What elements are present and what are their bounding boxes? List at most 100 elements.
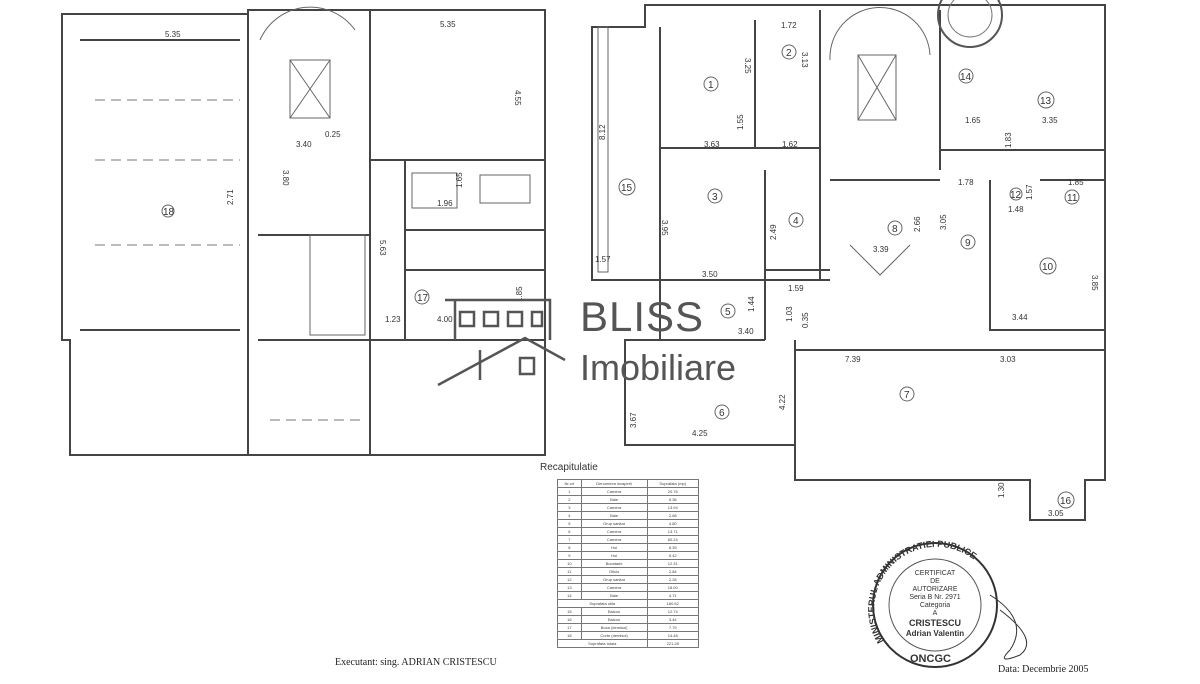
room-8: 8 — [887, 220, 903, 236]
table-cell: 12.74 — [646, 607, 700, 616]
svg-text:4.25: 4.25 — [692, 429, 708, 438]
svg-text:15: 15 — [621, 183, 633, 194]
table-cell: 3 — [557, 503, 582, 512]
svg-text:2.49: 2.49 — [769, 224, 778, 240]
recap-title: Recapitulatie — [540, 462, 598, 473]
svg-text:1.59: 1.59 — [788, 284, 804, 293]
table-cell: 15 — [557, 607, 582, 616]
svg-text:1.03: 1.03 — [785, 306, 794, 322]
svg-text:3.67: 3.67 — [629, 412, 638, 428]
svg-text:3.85: 3.85 — [1090, 275, 1099, 291]
svg-text:4.55: 4.55 — [513, 90, 522, 106]
table-cell: 2 — [557, 495, 582, 504]
svg-text:3.95: 3.95 — [660, 220, 669, 236]
date-label: Data: Decembrie 2005 — [998, 664, 1089, 675]
table-cell: 7.79 — [646, 623, 700, 632]
room-16: 16 — [1057, 491, 1075, 509]
room-5: 5 — [720, 303, 736, 319]
table-cell: 13 — [557, 583, 582, 592]
svg-text:DE: DE — [930, 578, 940, 585]
svg-text:1.62: 1.62 — [782, 140, 798, 149]
svg-text:3.05: 3.05 — [1048, 509, 1064, 518]
svg-text:4.00: 4.00 — [437, 315, 453, 324]
right-plan — [591, 4, 1106, 521]
svg-text:5.35: 5.35 — [165, 30, 181, 39]
svg-text:1.44: 1.44 — [747, 296, 756, 312]
svg-text:1.78: 1.78 — [958, 178, 974, 187]
svg-text:3.03: 3.03 — [1000, 355, 1016, 364]
table-cell: 1 — [557, 487, 582, 496]
right-dimensions: 1.72 3.25 3.13 3.63 1.55 1.62 8.12 3.95 … — [595, 21, 1099, 518]
svg-text:4: 4 — [793, 216, 799, 227]
table-cell: 5.42 — [646, 551, 700, 560]
svg-text:3.05: 3.05 — [939, 214, 948, 230]
svg-text:3.35: 3.35 — [1042, 116, 1058, 125]
table-cell: Grup sanitar — [580, 519, 648, 528]
room-4: 4 — [788, 212, 804, 228]
table-cell: 12.31 — [646, 559, 700, 568]
svg-text:16: 16 — [1060, 496, 1072, 507]
svg-text:Seria B Nr. 2971: Seria B Nr. 2971 — [909, 594, 960, 601]
table-cell: Oficiu — [580, 567, 648, 576]
room-12: 12 — [1009, 187, 1023, 201]
logo-subtitle: Imobiliare — [580, 347, 737, 388]
logo-brand: BLISS — [580, 293, 705, 340]
svg-text:3.13: 3.13 — [800, 52, 809, 68]
svg-text:1.85: 1.85 — [515, 286, 524, 302]
table-cell: Camera — [580, 527, 648, 536]
svg-text:AUTORIZARE: AUTORIZARE — [913, 586, 958, 593]
left-plan: 18 17 5.35 5.35 4.55 3.40 0.25 3.80 2.71… — [61, 6, 546, 456]
table-cell: 16 — [557, 615, 582, 624]
svg-text:3.44: 3.44 — [1012, 313, 1028, 322]
table-cell: Boxa (demisol) — [580, 623, 648, 632]
table-cell: Camera — [580, 487, 648, 496]
table-cell: 4.71 — [646, 591, 700, 600]
signature — [989, 594, 1028, 660]
room-3: 3 — [707, 188, 723, 204]
room-15: 15 — [618, 178, 636, 196]
svg-text:14: 14 — [960, 72, 972, 83]
room-11: 11 — [1064, 189, 1080, 205]
room-6: 6 — [714, 404, 730, 420]
svg-text:5.63: 5.63 — [378, 240, 387, 256]
svg-text:13: 13 — [1040, 96, 1052, 107]
table-cell: Hol — [580, 543, 648, 552]
svg-text:3: 3 — [712, 192, 718, 203]
svg-text:7: 7 — [904, 390, 910, 401]
svg-text:6: 6 — [719, 408, 725, 419]
svg-text:11: 11 — [1067, 193, 1078, 204]
svg-text:1.96: 1.96 — [437, 199, 453, 208]
svg-text:1.23: 1.23 — [385, 315, 401, 324]
svg-text:5.35: 5.35 — [440, 20, 456, 29]
table-cell: Grup sanitar — [580, 575, 648, 584]
table-cell: Curte (demisol) — [580, 631, 648, 640]
svg-text:1.83: 1.83 — [1004, 132, 1013, 148]
table-cell: 2.68 — [646, 511, 700, 520]
executant-label: Executant: sing. ADRIAN CRISTESCU — [335, 657, 497, 668]
table-cell: 7 — [557, 535, 582, 544]
top-stamp — [937, 0, 1003, 48]
room-10: 10 — [1039, 257, 1057, 275]
table-cell: 13.71 — [646, 527, 700, 536]
table-cell: 60.24 — [646, 535, 700, 544]
table-cell: 5.36 — [646, 495, 700, 504]
svg-text:CRISTESCU: CRISTESCU — [909, 618, 961, 628]
table-cell: 14.48 — [646, 631, 700, 640]
svg-text:12: 12 — [1010, 190, 1022, 201]
table-cell: Hol — [580, 551, 648, 560]
svg-text:3.63: 3.63 — [704, 140, 720, 149]
svg-text:0.35: 0.35 — [801, 312, 810, 328]
table-cell: 8.39 — [646, 543, 700, 552]
table-cell: Baie — [580, 495, 648, 504]
table-cell: 2.84 — [646, 567, 700, 576]
table-cell: Baie — [580, 511, 648, 520]
